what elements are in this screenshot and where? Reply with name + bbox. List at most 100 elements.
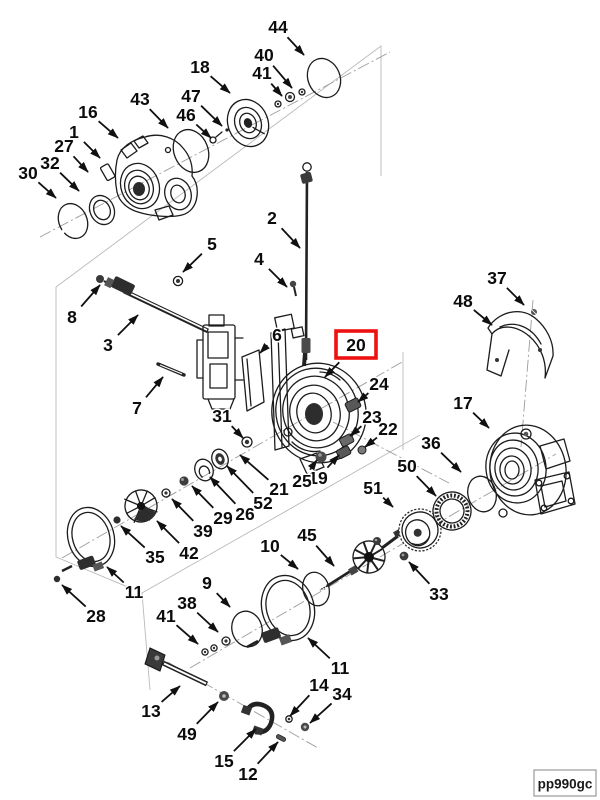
callout-27[interactable]: 27 [53,135,89,173]
callout-2[interactable]: 2 [266,207,301,249]
callout-number[interactable]: 33 [428,583,451,606]
callout-number[interactable]: 36 [420,432,443,455]
callout-number[interactable]: 34 [331,683,354,706]
callout-number[interactable]: 8 [66,306,79,329]
callout-17[interactable]: 17 [452,392,490,429]
callout-number[interactable]: 41 [155,605,178,628]
callout-11[interactable]: 11 [307,637,351,680]
callout-40[interactable]: 40 [253,44,293,89]
callout-number[interactable]: 39 [192,520,215,543]
callout-number[interactable]: 15 [213,750,236,773]
callout-35[interactable]: 35 [120,525,167,569]
callout-47[interactable]: 47 [180,85,223,127]
callout-number[interactable]: 1 [68,121,81,144]
callout-number[interactable]: 28 [85,605,108,628]
callout-14[interactable]: 14 [289,674,331,717]
callout-18[interactable]: 18 [189,56,231,94]
callout-number[interactable]: 21 [268,478,291,501]
callout-4[interactable]: 4 [253,248,288,288]
callout-13[interactable]: 13 [140,685,181,723]
callout-number[interactable]: 46 [175,104,198,127]
callout-22[interactable]: 22 [364,418,400,448]
callout-33[interactable]: 33 [408,561,451,606]
callout-number[interactable]: 2 [266,207,279,230]
callout-7[interactable]: 7 [131,376,164,420]
callout-19[interactable]: 19 [307,454,340,490]
callout-number[interactable]: 47 [180,85,202,108]
callout-12[interactable]: 12 [237,741,279,786]
callout-38[interactable]: 38 [176,592,219,633]
callout-number[interactable]: 43 [129,88,152,111]
callout-number[interactable]: 32 [39,152,62,175]
callout-number[interactable]: 11 [123,581,145,604]
callout-number[interactable]: 19 [307,467,330,490]
callout-50[interactable]: 50 [396,455,437,497]
callout-number[interactable]: 22 [377,418,400,441]
callout-number[interactable]: 45 [296,524,319,547]
callout-32[interactable]: 32 [39,152,80,192]
callout-number[interactable]: 10 [259,535,282,558]
callout-37[interactable]: 37 [486,267,525,306]
callout-25[interactable]: 25 [291,459,318,493]
callout-number[interactable]: 16 [77,101,100,124]
callout-number[interactable]: 7 [131,397,144,420]
callout-number[interactable]: 29 [212,507,235,530]
callout-15[interactable]: 15 [213,728,257,773]
callout-23[interactable]: 23 [349,406,384,437]
callout-24[interactable]: 24 [357,373,391,403]
callout-8[interactable]: 8 [66,284,101,329]
callout-41[interactable]: 41 [251,62,283,97]
callout-number[interactable]: 23 [361,406,384,429]
callout-5[interactable]: 5 [182,233,219,273]
callout-20-highlighted[interactable]: 20 [324,329,378,378]
callout-number[interactable]: 14 [308,674,331,697]
callout-number[interactable]: 44 [267,16,290,39]
callout-number[interactable]: 25 [291,470,314,493]
callout-51[interactable]: 51 [362,477,394,508]
callout-number[interactable]: 3 [102,334,115,357]
callout-number[interactable]: 52 [252,492,275,515]
callout-34[interactable]: 34 [309,683,354,724]
callout-number[interactable]: 30 [17,162,40,185]
callout-number[interactable]: 35 [144,546,167,569]
callout-number[interactable]: 31 [211,405,234,428]
callout-number[interactable]: 42 [178,542,201,565]
callout-number[interactable]: 48 [452,290,475,313]
callout-43[interactable]: 43 [129,88,169,129]
callout-number[interactable]: 11 [329,657,351,680]
callout-3[interactable]: 3 [102,314,139,357]
callout-9[interactable]: 9 [201,572,231,608]
callout-39[interactable]: 39 [171,498,215,543]
callout-46[interactable]: 46 [175,104,212,139]
callout-number[interactable]: 4 [253,248,266,271]
callout-number[interactable]: 18 [189,56,212,79]
callout-number[interactable]: 12 [237,763,260,786]
callout-1[interactable]: 1 [68,121,101,159]
callout-36[interactable]: 36 [420,432,462,473]
callout-26[interactable]: 26 [209,476,257,526]
callout-number[interactable]: 37 [486,267,508,290]
callout-10[interactable]: 10 [259,535,299,570]
callout-29[interactable]: 29 [191,485,235,530]
callout-31[interactable]: 31 [211,405,244,439]
callout-number[interactable]: 9 [201,572,214,595]
callout-45[interactable]: 45 [296,524,335,567]
callout-16[interactable]: 16 [77,101,119,139]
callout-41[interactable]: 41 [155,605,199,645]
callout-number[interactable]: 24 [368,373,391,396]
callout-number[interactable]: 51 [362,477,385,500]
callout-42[interactable]: 42 [156,520,201,565]
callout-number[interactable]: 38 [176,592,199,615]
callout-number[interactable]: 20 [345,334,368,357]
callout-number[interactable]: 5 [206,233,219,256]
callout-number[interactable]: 17 [452,392,474,415]
callout-number[interactable]: 40 [253,44,276,67]
callout-number[interactable]: 26 [234,503,257,526]
callout-number[interactable]: 50 [396,455,419,478]
callout-21[interactable]: 21 [239,454,291,501]
callout-number[interactable]: 49 [176,723,199,746]
callout-6[interactable]: 6 [259,324,284,354]
callout-48[interactable]: 48 [452,290,493,326]
callout-number[interactable]: 6 [271,324,284,347]
callout-49[interactable]: 49 [176,701,219,746]
